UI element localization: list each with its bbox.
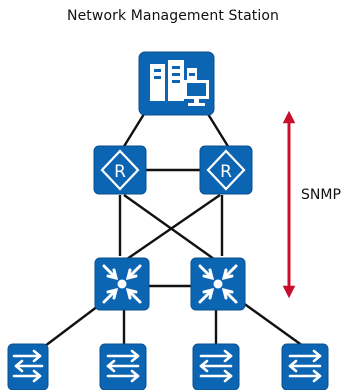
router-icon	[100, 149, 140, 191]
diagram-title: Network Management Station	[67, 8, 279, 24]
switch-core-dot	[117, 279, 127, 289]
layer2-switch-icon	[288, 349, 322, 383]
link-nms-router-left	[121, 113, 146, 149]
layer3-switch-icon	[198, 264, 238, 304]
router-icon	[206, 149, 246, 191]
snmp-label: SNMP	[301, 187, 341, 203]
core-switch-left	[94, 257, 150, 311]
layer2-switch-icon	[199, 349, 233, 383]
network-links	[44, 113, 304, 347]
access-switch-4	[281, 343, 329, 390]
layer2-switch-icon	[106, 349, 140, 383]
access-switch-3	[192, 343, 240, 390]
router-left: R	[93, 145, 147, 195]
monitor-icon	[184, 80, 209, 106]
access-switch-2	[99, 343, 147, 390]
router-right: R	[199, 145, 253, 195]
network-management-station	[138, 51, 215, 116]
router-r-glyph: R	[114, 162, 126, 182]
link-core-right-access-4	[238, 299, 304, 347]
core-switch-right	[190, 257, 246, 311]
router-r-glyph: R	[220, 162, 232, 182]
access-switch-1	[7, 343, 49, 390]
layer3-switch-icon	[102, 264, 142, 304]
layer2-switch-icon	[12, 349, 44, 383]
link-router-right-core-left-cross	[126, 194, 221, 260]
switch-core-dot	[213, 279, 223, 289]
link-router-left-core-right-cross	[123, 194, 215, 260]
link-nms-router-right	[206, 113, 231, 149]
